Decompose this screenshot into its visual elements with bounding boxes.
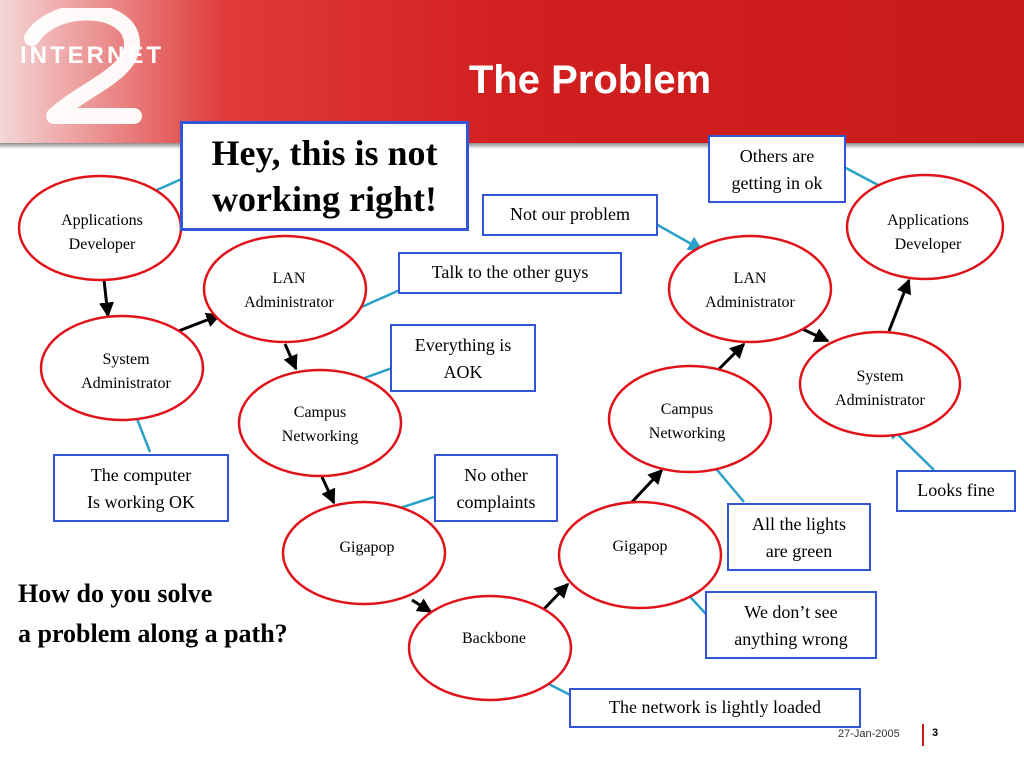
question-text: How do you solve a problem along a path? [18, 579, 288, 648]
callout-nothing-wrong: We don’t see anything wrong [705, 591, 877, 659]
node-gigapop-left [281, 500, 447, 606]
header-shadow [0, 143, 1024, 149]
node-ellipses [17, 173, 1005, 702]
node-appdev-right [845, 173, 1005, 281]
page-number: 3 [932, 727, 939, 739]
callout-talk-to-others: Talk to the other guys [398, 252, 622, 294]
node-gigapop-right [557, 500, 723, 610]
arrow-sysadmin-to-appdev-right [887, 278, 912, 332]
node-lan-right [667, 234, 833, 344]
arrow-campus-to-gigapop-left [320, 476, 336, 505]
callout-lights-green: All the lights are green [727, 503, 871, 571]
pointer-notour-to-lan [655, 222, 704, 252]
logo-wordmark: INTERNET [20, 42, 164, 69]
arrow-campus-to-lan-right [716, 342, 746, 372]
node-lan-left [202, 234, 368, 344]
arrow-appdev-to-sysadmin-left [99, 279, 114, 318]
node-label-campus-left: Campus Networking [281, 404, 359, 445]
path-arrows [99, 278, 912, 614]
node-label-gigapop-left: Gigapop [339, 539, 395, 556]
node-label-appdev-right: Applications Developer [887, 212, 969, 253]
callout-computer-ok: The computer Is working OK [53, 454, 229, 522]
node-campus-left [237, 368, 403, 478]
node-label-lan-left: LAN Administrator [244, 270, 334, 311]
footer-date: 27-Jan-2005 [838, 728, 900, 740]
node-label-backbone: Backbone [462, 630, 526, 647]
node-sysadmin-right [798, 330, 962, 438]
callout-no-complaints: No other complaints [434, 454, 558, 522]
callout-lightly-loaded: The network is lightly loaded [569, 688, 861, 728]
node-sysadmin-left [39, 314, 205, 422]
arrow-sysadmin-to-lan-left [175, 312, 222, 334]
footer-divider [922, 724, 924, 746]
header-banner [0, 0, 1024, 143]
node-campus-right [607, 364, 773, 474]
arrow-lan-to-campus-left [283, 343, 298, 371]
internet2-logo [24, 8, 142, 124]
arrow-backbone-to-gigapop-right [542, 582, 570, 611]
headline-callout: Hey, this is not working right! [180, 121, 469, 231]
node-label-sysadmin-left: System Administrator [81, 351, 171, 392]
callout-looks-fine: Looks fine [896, 470, 1016, 512]
node-backbone [407, 594, 573, 702]
node-label-campus-right: Campus Networking [648, 401, 726, 442]
node-label-sysadmin-right: System Administrator [835, 368, 925, 409]
callout-not-our-problem: Not our problem [482, 194, 658, 236]
callout-others-ok: Others are getting in ok [708, 135, 846, 203]
callout-everything-aok: Everything is AOK [390, 324, 536, 392]
node-label-lan-right: LAN Administrator [705, 270, 795, 311]
page-title: The Problem [468, 58, 712, 102]
arrow-gigapop-to-backbone [411, 598, 433, 614]
node-label-gigapop-right: Gigapop [612, 538, 668, 555]
arrow-gigapop-to-campus-right [630, 468, 664, 504]
node-label-appdev-left: Applications Developer [61, 212, 143, 253]
